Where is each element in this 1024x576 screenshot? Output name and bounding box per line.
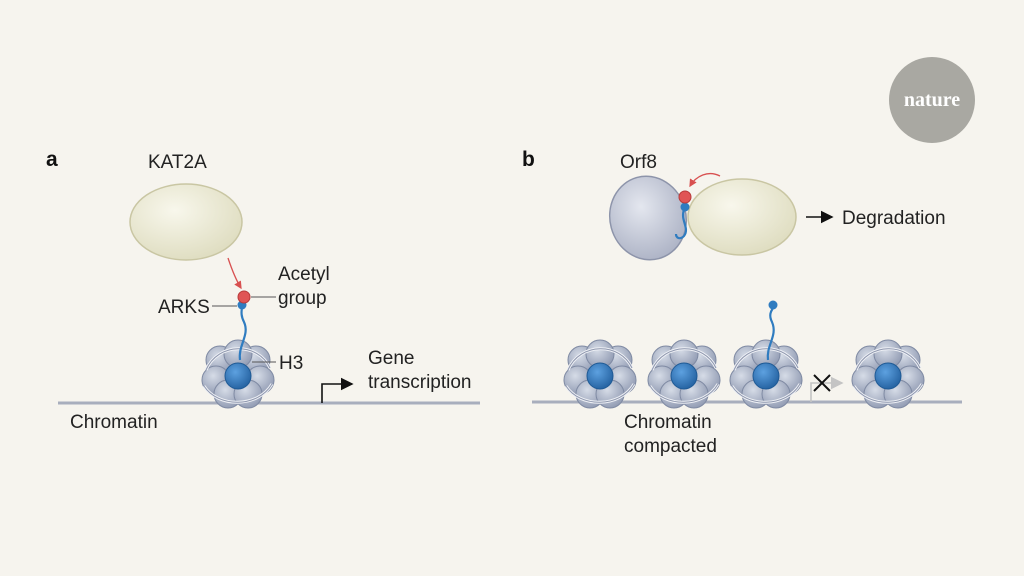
- bound-tail-b: [674, 209, 688, 240]
- h3-label: H3: [279, 353, 303, 374]
- transcription-arrow-icon: [321, 377, 354, 403]
- kat2a-label: KAT2A: [148, 152, 207, 173]
- nucleosome-icon: [850, 338, 926, 410]
- chromatin-label: Chromatin: [70, 412, 158, 433]
- kat2a-degraded-shape: [687, 178, 797, 256]
- free-arks-dot: [768, 300, 778, 310]
- panel-b-letter: b: [522, 148, 535, 171]
- blocked-transcription-icon: [810, 376, 844, 402]
- acetyl-label-line1: Acetyl: [278, 264, 330, 285]
- gene-label-line2: transcription: [368, 372, 472, 393]
- acetylation-arrow-icon: [227, 257, 242, 290]
- compacted-label-line1: Chromatin: [624, 412, 712, 433]
- acetyl-transfer-arrow-icon: [689, 172, 721, 188]
- acetyl-label-line2: group: [278, 288, 327, 309]
- nucleosome-icon: [728, 338, 804, 410]
- bound-acetyl-dot: [678, 190, 692, 204]
- acetyl-group-dot: [237, 290, 251, 304]
- bound-arks-dot: [680, 202, 690, 212]
- block-cross-icon: [813, 374, 831, 392]
- nucleosome-icon: [200, 338, 276, 410]
- gene-label-line1: Gene: [368, 348, 414, 369]
- orf8-label: Orf8: [620, 152, 657, 173]
- logo-badge: [889, 57, 975, 143]
- logo-text: nature: [904, 89, 960, 111]
- orf8-protein-shape: [608, 175, 688, 261]
- degradation-label: Degradation: [842, 208, 946, 229]
- h3-tail-a: [238, 305, 247, 361]
- nucleosome-icon: [646, 338, 722, 410]
- compacted-label-line2: compacted: [624, 436, 717, 457]
- free-tail-b: [766, 307, 775, 361]
- arks-label: ARKS: [158, 297, 210, 318]
- panel-a-letter: a: [46, 148, 58, 171]
- nucleosome-icon: [562, 338, 638, 410]
- kat2a-enzyme-shape: [129, 183, 243, 261]
